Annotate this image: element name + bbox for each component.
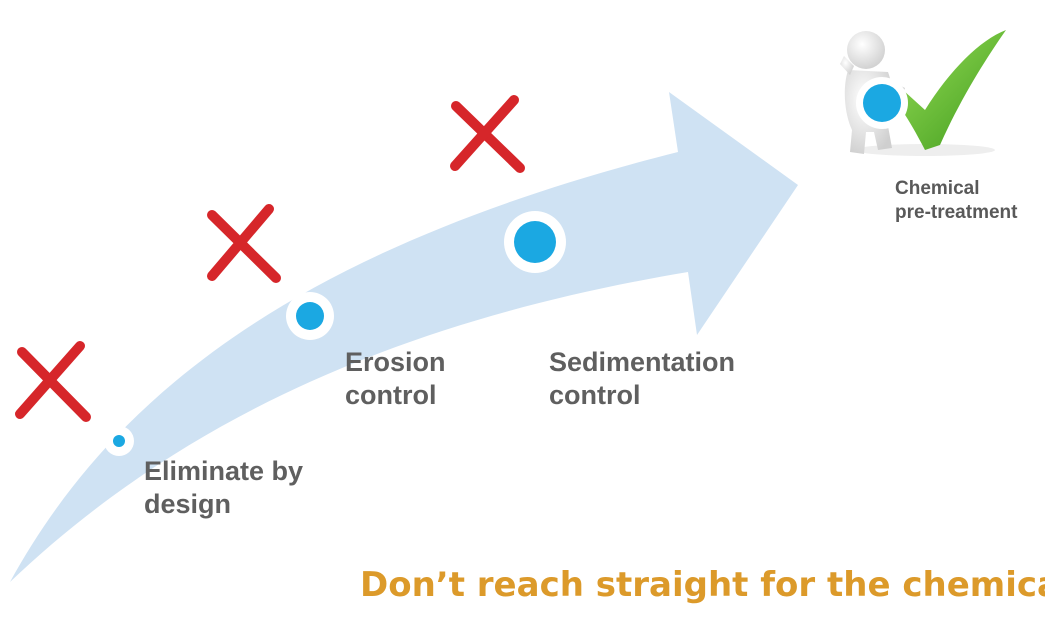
label-line: control [549, 379, 641, 410]
label-line: Sedimentation [549, 347, 736, 377]
label-line: control [345, 379, 437, 410]
red-cross-icon [450, 95, 525, 173]
label-line: Erosion [345, 347, 446, 377]
label-line: design [144, 488, 232, 519]
node-eliminate-by-design [104, 426, 134, 456]
red-cross-icon [15, 341, 91, 422]
label-sedimentation-control: Sedimentation control [549, 346, 735, 412]
label-line: Eliminate by [144, 456, 304, 486]
headline: Don’t reach straight for the chemicals [360, 565, 1045, 605]
curved-arrow [10, 92, 798, 582]
label-eliminate-by-design: Eliminate by design [144, 455, 303, 521]
label-erosion-control: Erosion control [345, 346, 446, 412]
label-chemical-pre-treatment: Chemical pre-treatment [895, 177, 1017, 226]
figure-with-green-checkmark-icon [840, 30, 1006, 156]
label-line: Chemical [895, 178, 980, 199]
node-erosion-control [286, 292, 334, 340]
node-sedimentation-control [504, 211, 566, 273]
label-line: pre-treatment [895, 202, 1018, 224]
red-cross-icon [207, 204, 281, 283]
